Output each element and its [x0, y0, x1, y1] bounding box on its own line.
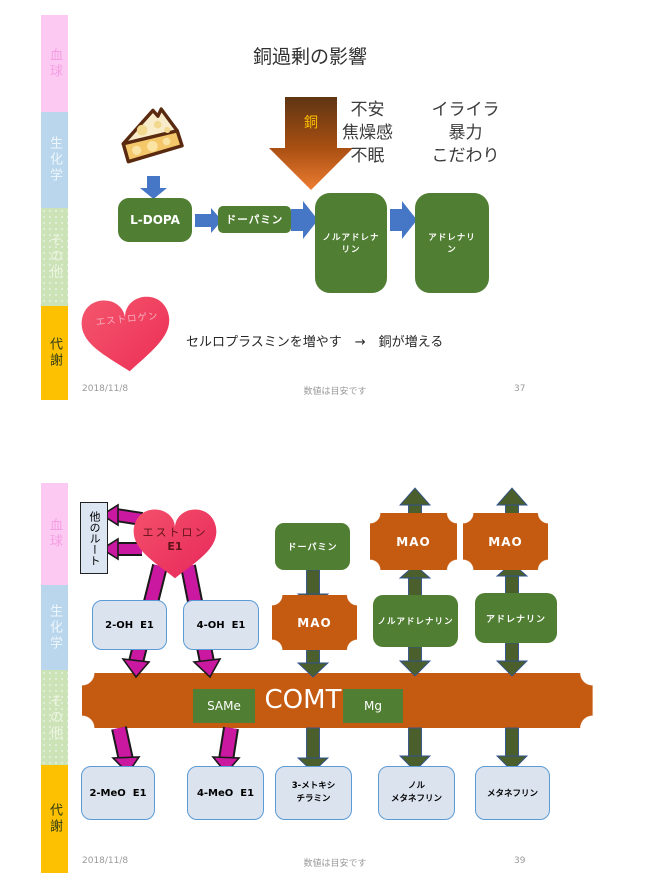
arrow-comt-to-metanephrine: [495, 727, 529, 772]
arrow-comt-to-4meo: [211, 726, 241, 775]
arrow-heart-to-other-route-2: [100, 537, 142, 561]
symptoms-left: 不安 焦燥感 不眠: [320, 99, 415, 168]
arrow-dopamine-to-noradrenaline: [291, 201, 318, 239]
slide1-title: 銅過剰の影響: [252, 46, 367, 68]
mg-box: Mg: [343, 689, 403, 723]
comt-bar: [82, 673, 593, 728]
noradrenaline-label-s1: ノルアドレナリン: [322, 233, 380, 255]
arrow-mao2-up-exit: [496, 487, 528, 517]
sidebar-tab-metabolism: 代謝: [41, 306, 68, 400]
arrow-mao-to-comt: [296, 649, 330, 678]
methoxytyramine-line2: チラミン: [296, 794, 331, 804]
adrenaline-box-s1: アドレナリン: [415, 193, 489, 293]
sidebar2-tab-blood: 血球: [41, 483, 68, 585]
dopamine-label-s1: ドーパミン: [225, 214, 284, 226]
arrow-noradrenaline-to-comt: [398, 646, 432, 677]
2-oh-e1-box: 2-OH E1: [92, 600, 167, 650]
sidebar2-tab-metabolism: 代謝: [41, 765, 68, 873]
4-meo-e1-box: 4-MeO E1: [187, 766, 264, 820]
symptom-anxiety: 不安: [350, 100, 385, 120]
heart-icon-estrone: [133, 509, 217, 579]
methoxytyramine-box: 3‐メトキシ チラミン: [275, 766, 352, 820]
sidebar-tab-biochem: 生化学: [41, 112, 68, 208]
mao-label-1: MAO: [396, 534, 431, 549]
mao-box-top-right: MAO: [463, 513, 548, 570]
dopamine-box-s1: ドーパミン: [218, 206, 291, 233]
sidebar-tab-blood: 血球: [41, 15, 68, 112]
sidebar2-tab-biochem: 生化学: [41, 585, 68, 670]
4-meo-e1-label: 4-MeO E1: [196, 787, 255, 799]
cheese-icon: [121, 107, 184, 164]
adrenaline-label-s2: アドレナリン: [485, 614, 546, 625]
arrow-adrenaline-to-comt: [495, 642, 529, 677]
same-box: SAMe: [193, 689, 255, 723]
mao-label-3: MAO: [297, 615, 332, 630]
slide1-footer-date: 2018/11/8: [82, 384, 129, 394]
noradrenaline-box-s1: ノルアドレナリン: [315, 193, 387, 293]
symptom-violence: 暴力: [448, 123, 483, 143]
comt-label: COMT: [264, 685, 342, 715]
dopamine-label-s2: ドーパミン: [287, 543, 338, 553]
slide1-page-number: 37: [514, 384, 526, 394]
dopamine-box-s2: ドーパミン: [275, 523, 350, 570]
mao-label-2: MAO: [488, 534, 523, 549]
2-meo-e1-box: 2-MeO E1: [81, 766, 155, 820]
2-oh-e1-label: 2-OH E1: [105, 619, 154, 631]
arrow-comt-to-2meo: [111, 726, 141, 775]
noradrenaline-label-s2: ノルアドレナリン: [377, 617, 454, 627]
same-label: SAMe: [207, 699, 241, 713]
arrow-noradrenaline-to-mao: [398, 564, 432, 598]
normetanephrine-box: ノル メタネフリン: [378, 766, 455, 820]
arrow-ldopa-to-dopamine: [195, 208, 222, 233]
normetanephrine-line1: ノル: [407, 781, 425, 791]
symptom-obsession: こだわり: [431, 146, 500, 166]
symptom-insomnia: 不眠: [350, 146, 385, 166]
metanephrine-box: メタネフリン: [475, 766, 550, 820]
symptom-agitation: 焦燥感: [342, 123, 393, 143]
slide2-footer-date: 2018/11/8: [82, 856, 129, 866]
adrenaline-label-s1: アドレナリン: [428, 233, 476, 255]
ceruloplasmin-note: セルロプラスミンを増やす → 銅が増える: [186, 335, 444, 350]
methoxytyramine-line1: 3‐メトキシ: [291, 781, 336, 791]
heart-icon-estrogen: [81, 296, 170, 372]
copper-arrow: [269, 97, 353, 190]
symptom-irritability: イライラ: [431, 100, 500, 120]
4-oh-e1-label: 4-OH E1: [196, 619, 246, 631]
symptoms-right: イライラ 暴力 こだわり: [418, 99, 513, 168]
4-oh-e1-box: 4-OH E1: [183, 600, 259, 650]
arrow-comt-to-normetanephrine: [398, 727, 432, 772]
mg-label: Mg: [364, 699, 382, 713]
metanephrine-label: メタネフリン: [486, 789, 538, 799]
sidebar2-tab-other: その他: [41, 670, 68, 765]
arrow-mao1-up-exit: [399, 487, 431, 517]
normetanephrine-line2: メタネフリン: [390, 794, 442, 804]
arrow-cheese-to-ldopa: [140, 176, 167, 199]
copper-label: 銅: [304, 115, 318, 131]
mao-box-mid: MAO: [272, 595, 357, 650]
slide1-footer-note: 数値は目安です: [303, 387, 367, 397]
slide2-page-number: 39: [514, 856, 526, 866]
noradrenaline-box-s2: ノルアドレナリン: [373, 595, 458, 647]
estrone-label: エストロン E1: [133, 524, 217, 553]
l-dopa-box: L-DOPA: [118, 198, 192, 242]
adrenaline-box-s2: アドレナリン: [475, 593, 557, 643]
slide2-footer-note: 数値は目安です: [303, 859, 367, 869]
l-dopa-label: L-DOPA: [130, 213, 180, 227]
estrone-line1: エストロン: [142, 526, 208, 539]
arrow-comt-to-methoxytyramine: [296, 727, 330, 773]
mao-box-top-left: MAO: [370, 513, 457, 570]
2-meo-e1-label: 2-MeO E1: [89, 787, 147, 799]
arrow-noradrenaline-to-adrenaline: [390, 201, 417, 239]
other-route-box: 他のルート: [80, 502, 108, 574]
estrone-line2: E1: [167, 540, 183, 553]
sidebar-tab-other: その他: [41, 208, 68, 306]
